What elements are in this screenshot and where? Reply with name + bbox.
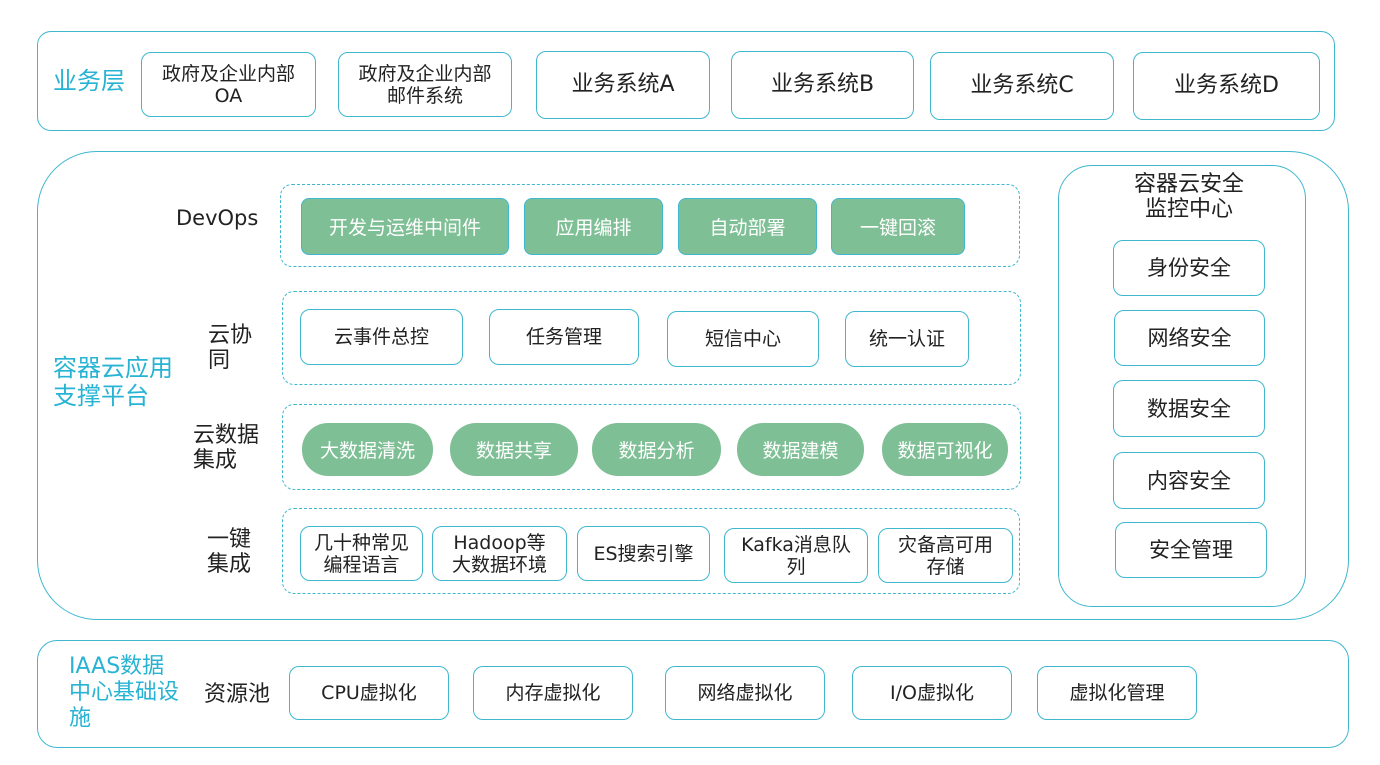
iaas-item-virtualization-mgmt: 虚拟化管理 — [1037, 666, 1197, 720]
onekey-item-kafka: Kafka消息队 列 — [724, 528, 868, 583]
data-item-sharing: 数据共享 — [450, 423, 578, 476]
collab-item-auth: 统一认证 — [845, 311, 969, 367]
business-layer — [37, 31, 1335, 131]
business-item-a: 业务系统A — [536, 51, 710, 119]
cloud-data-label: 云数据 集成 — [193, 423, 260, 473]
devops-item-middleware: 开发与运维中间件 — [301, 198, 509, 255]
iaas-item-cpu: CPU虚拟化 — [289, 666, 449, 720]
security-item-network: 网络安全 — [1114, 310, 1265, 366]
security-center-label: 容器云安全 监控中心 — [1133, 172, 1244, 222]
security-item-content: 内容安全 — [1113, 452, 1265, 509]
onekey-item-hadoop: Hadoop等 大数据环境 — [432, 526, 567, 581]
onekey-item-es: ES搜索引擎 — [577, 526, 710, 581]
business-item-c: 业务系统C — [930, 52, 1114, 120]
collab-item-sms: 短信中心 — [667, 311, 819, 367]
business-item-b: 业务系统B — [731, 51, 914, 119]
data-item-analysis: 数据分析 — [592, 423, 721, 476]
devops-label: DevOps — [176, 206, 259, 230]
iaas-layer — [37, 640, 1349, 748]
devops-group — [280, 184, 1020, 267]
cloud-collab-group — [282, 291, 1021, 385]
iaas-item-network: 网络虚拟化 — [665, 666, 825, 720]
business-item-mail: 政府及企业内部 邮件系统 — [338, 52, 512, 117]
one-key-group — [282, 508, 1020, 594]
iaas-label: IAAS数据 中心基础设 施 — [69, 654, 180, 731]
data-item-cleaning: 大数据清洗 — [302, 423, 433, 476]
one-key-label: 一键 集成 — [207, 527, 252, 577]
cloud-collab-label: 云协 同 — [208, 323, 253, 373]
devops-item-orchestration: 应用编排 — [524, 198, 663, 255]
iaas-item-memory: 内存虚拟化 — [473, 666, 633, 720]
devops-item-rollback: 一键回滚 — [831, 198, 965, 255]
security-center — [1058, 165, 1306, 607]
resource-pool-label: 资源池 — [204, 682, 271, 707]
security-item-data: 数据安全 — [1113, 380, 1265, 437]
business-layer-label: 业务层 — [53, 67, 125, 95]
cloud-data-group — [282, 404, 1021, 490]
collab-item-task: 任务管理 — [489, 309, 639, 365]
onekey-item-storage: 灾备高可用 存储 — [878, 528, 1013, 583]
devops-item-deploy: 自动部署 — [678, 198, 817, 255]
platform-label: 容器云应用 支撑平台 — [53, 354, 173, 410]
security-item-management: 安全管理 — [1115, 522, 1267, 578]
data-item-visualization: 数据可视化 — [882, 423, 1008, 476]
data-item-modeling: 数据建模 — [737, 423, 864, 476]
onekey-item-languages: 几十种常见 编程语言 — [300, 526, 423, 581]
business-item-oa: 政府及企业内部 OA — [141, 52, 316, 117]
platform-layer — [37, 151, 1349, 620]
security-item-identity: 身份安全 — [1113, 240, 1265, 296]
collab-item-event: 云事件总控 — [300, 309, 463, 365]
iaas-item-io: I/O虚拟化 — [852, 666, 1012, 720]
business-item-d: 业务系统D — [1133, 52, 1320, 120]
